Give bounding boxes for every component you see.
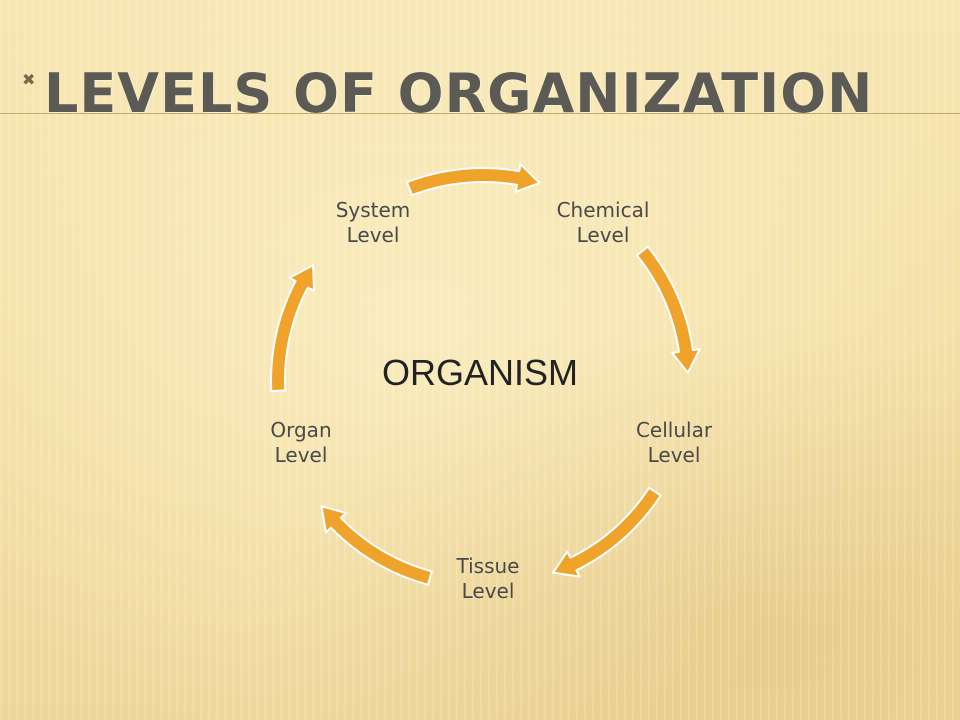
node-chemical-level: Chemical Level (533, 198, 673, 248)
node-organ-level: Organ Level (231, 418, 371, 468)
node-cellular-line2: Level (647, 443, 701, 467)
arrow-cellular-to-tissue (552, 486, 662, 578)
node-system-level: System Level (303, 198, 443, 248)
bullet-marker-icon: ✖ (22, 70, 36, 89)
node-cellular-level: Cellular Level (604, 418, 744, 468)
arrow-organ-to-system (270, 264, 316, 393)
arrow-chemical-to-cellular (635, 245, 701, 374)
arrow-tissue-to-organ (320, 505, 433, 586)
node-tissue-level: Tissue Level (418, 554, 558, 604)
node-chemical-line1: Chemical (556, 198, 650, 222)
node-organ-line2: Level (274, 443, 328, 467)
node-tissue-line1: Tissue (456, 554, 520, 578)
arrow-system-to-chemical (406, 163, 541, 197)
node-chemical-line2: Level (576, 223, 630, 247)
node-cellular-line1: Cellular (635, 418, 713, 442)
center-label-organism: ORGANISM (381, 352, 578, 393)
node-tissue-line2: Level (461, 579, 515, 603)
node-system-line2: Level (346, 223, 400, 247)
node-system-line1: System (335, 198, 411, 222)
title-divider (0, 113, 960, 114)
node-organ-line1: Organ (270, 418, 332, 442)
